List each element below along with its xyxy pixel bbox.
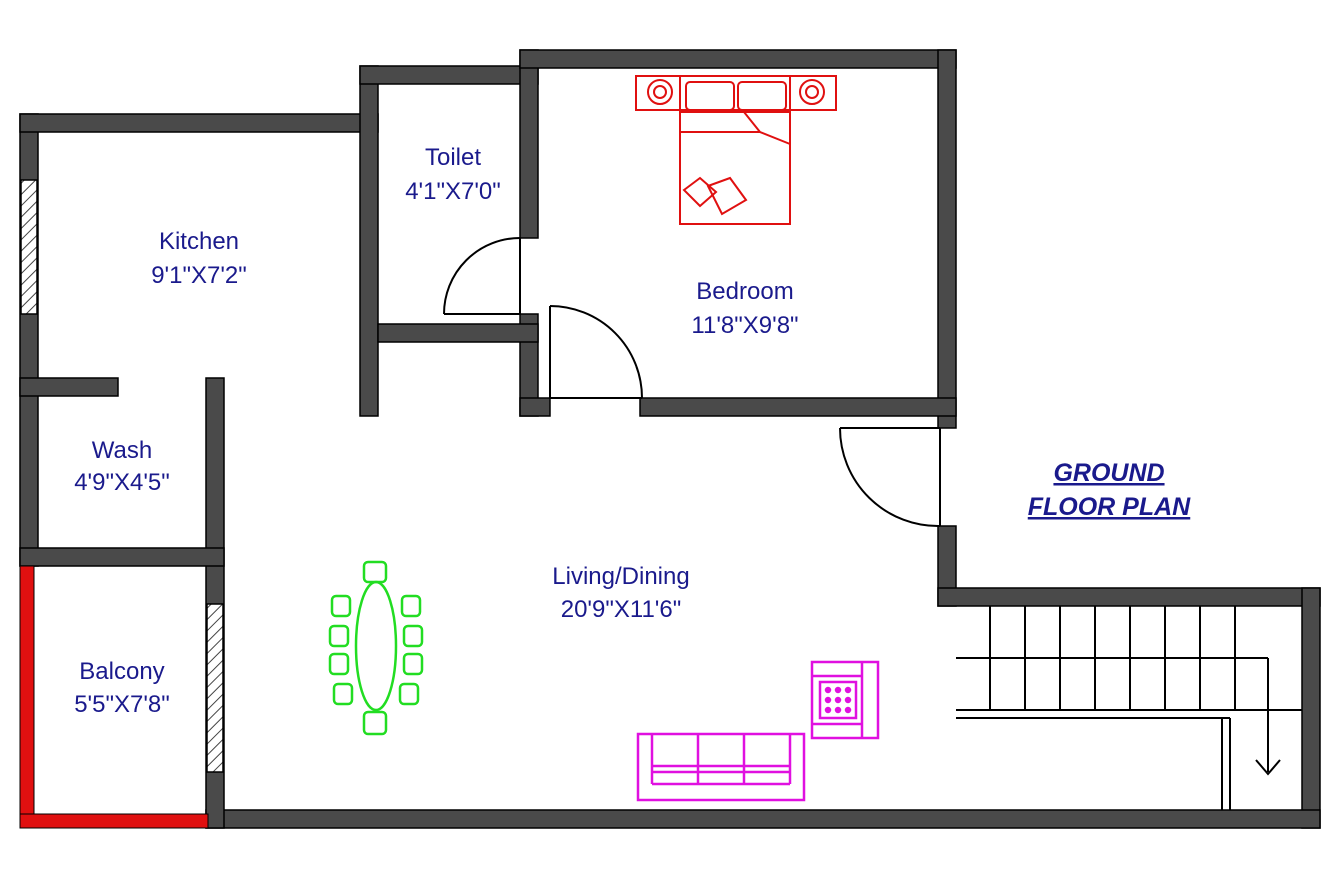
room-dimensions-toilet: 4'1"X7'0"	[405, 178, 501, 205]
wall-bedroom-bottom-left	[519, 397, 551, 417]
wall-toilet-bottom	[377, 323, 539, 343]
room-name-living-dining: Living/Dining	[552, 563, 689, 590]
room-dimensions-bedroom: 11'8"X9'8"	[691, 312, 798, 339]
sofa-icon	[636, 732, 806, 802]
wall-wash-top	[19, 377, 119, 397]
wall-stair-top	[937, 587, 1321, 607]
wall-bedroom-east	[937, 49, 957, 429]
plan-title-line-2: FLOOR PLAN	[1028, 493, 1191, 521]
window-icon	[20, 179, 38, 315]
wall-wash-bottom	[19, 547, 225, 567]
wall-kitchen-top	[19, 113, 379, 133]
room-name-bedroom: Bedroom	[696, 278, 793, 305]
room-name-toilet: Toilet	[425, 144, 481, 171]
room-name-wash: Wash	[92, 437, 152, 464]
wall-stair-east	[1301, 587, 1321, 829]
door-icon	[549, 305, 643, 399]
bed-icon	[635, 75, 837, 225]
wall-toilet-top	[359, 65, 539, 85]
wall-south	[205, 809, 1321, 829]
room-dimensions-balcony: 5'5"X7'8"	[74, 691, 170, 718]
door-icon	[443, 237, 521, 315]
staircase-icon	[956, 606, 1302, 810]
door-icon	[839, 427, 941, 528]
down-arrow-icon	[1255, 759, 1281, 776]
room-name-kitchen: Kitchen	[159, 228, 239, 255]
window-icon	[206, 603, 224, 773]
room-dimensions-kitchen: 9'1"X7'2"	[151, 262, 247, 289]
room-dimensions-wash: 4'9"X4'5"	[74, 469, 170, 496]
armchair-icon	[810, 660, 880, 740]
wall-bedroom-bottom-right	[639, 397, 957, 417]
room-name-balcony: Balcony	[79, 658, 164, 685]
wall-toilet-west	[359, 65, 379, 417]
balcony-parapet	[19, 565, 209, 829]
room-dimensions-living-dining: 20'9"X11'6"	[561, 596, 682, 623]
plan-title-line-1: GROUND	[1053, 459, 1164, 487]
wall-toilet-east-upper	[519, 49, 539, 239]
wall-bedroom-top	[519, 49, 957, 69]
dining-table-icon	[328, 560, 424, 736]
